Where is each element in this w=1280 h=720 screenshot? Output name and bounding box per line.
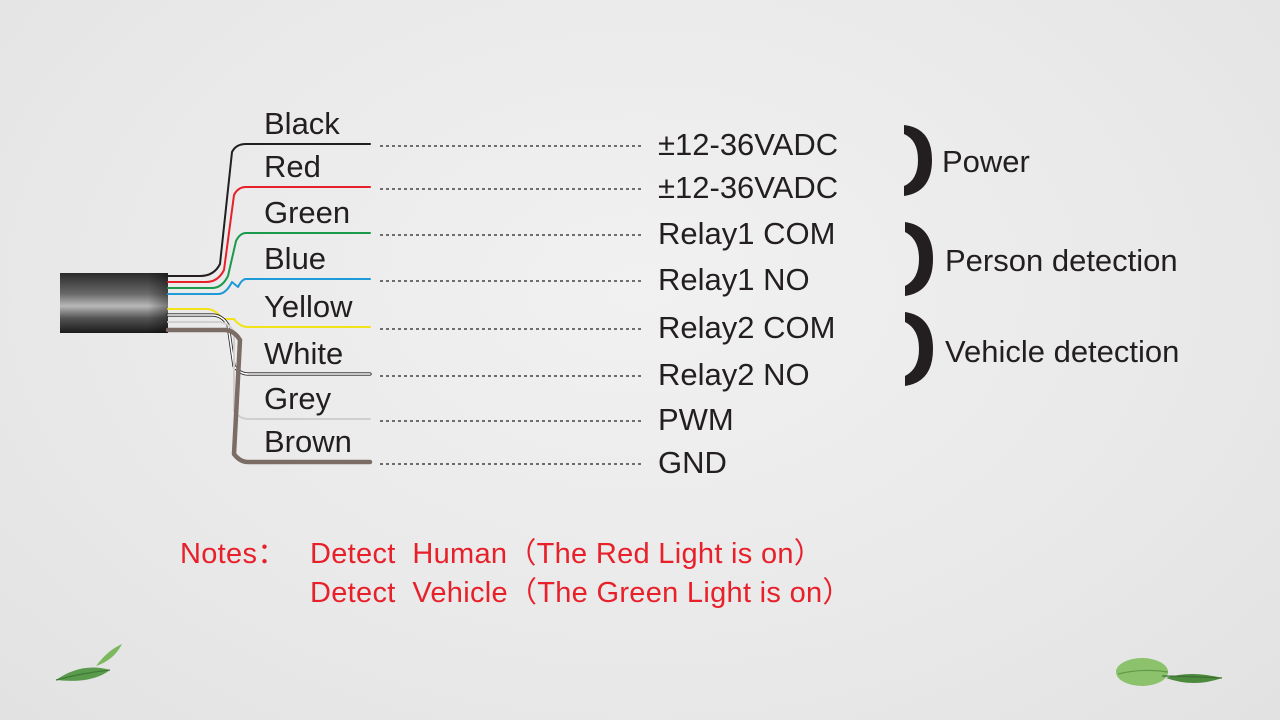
group-brackets <box>904 125 933 386</box>
bracket-vehicle <box>905 312 933 386</box>
wire-red <box>167 186 371 283</box>
bracket-power <box>904 125 932 196</box>
wire-label-black: Black <box>264 106 340 141</box>
wire-yellow <box>167 308 371 328</box>
cable-icon <box>60 273 168 333</box>
signal-label-blue: Relay1 NO <box>658 262 810 297</box>
notes-line-human: Detect Human（The Red Light is on） <box>310 538 824 570</box>
wire-label-yellow: Yellow <box>264 289 353 324</box>
wire-label-blue: Blue <box>264 241 326 276</box>
signal-label-grey: PWM <box>658 402 734 437</box>
wires <box>165 143 373 465</box>
leaf-icon-left <box>55 644 122 681</box>
signal-label-brown: GND <box>658 445 727 480</box>
signal-label-red: ±12-36VADC <box>658 170 838 205</box>
group-label-vehicle: Vehicle detection <box>945 334 1179 369</box>
wire-label-brown: Brown <box>264 424 352 459</box>
notes-line-vehicle: Detect Vehicle（The Green Light is on） <box>310 577 852 609</box>
group-label-power: Power <box>942 144 1030 179</box>
group-label-person: Person detection <box>945 243 1178 278</box>
wire-blue <box>167 278 371 295</box>
wire-label-red: Red <box>264 149 321 184</box>
signal-label-green: Relay1 COM <box>658 216 835 251</box>
notes-prefix: Notes： <box>180 538 287 570</box>
signal-label-black: ±12-36VADC <box>658 127 838 162</box>
wire-white <box>167 314 371 375</box>
wire-grey <box>167 321 371 420</box>
signal-label-white: Relay2 NO <box>658 357 810 392</box>
wire-label-white: White <box>264 336 343 371</box>
wire-brown <box>165 327 373 465</box>
wire-black <box>167 143 371 277</box>
wire-label-green: Green <box>264 195 350 230</box>
dashed-leaders <box>380 145 642 465</box>
leaf-icon-right <box>1116 658 1223 686</box>
bracket-person <box>905 222 933 296</box>
signal-label-yellow: Relay2 COM <box>658 310 835 345</box>
signal-labels: ±12-36VADC ±12-36VADC Relay1 COM Relay1 NO R… <box>658 127 838 480</box>
wire-label-grey: Grey <box>264 381 332 416</box>
wire-green <box>167 232 371 289</box>
